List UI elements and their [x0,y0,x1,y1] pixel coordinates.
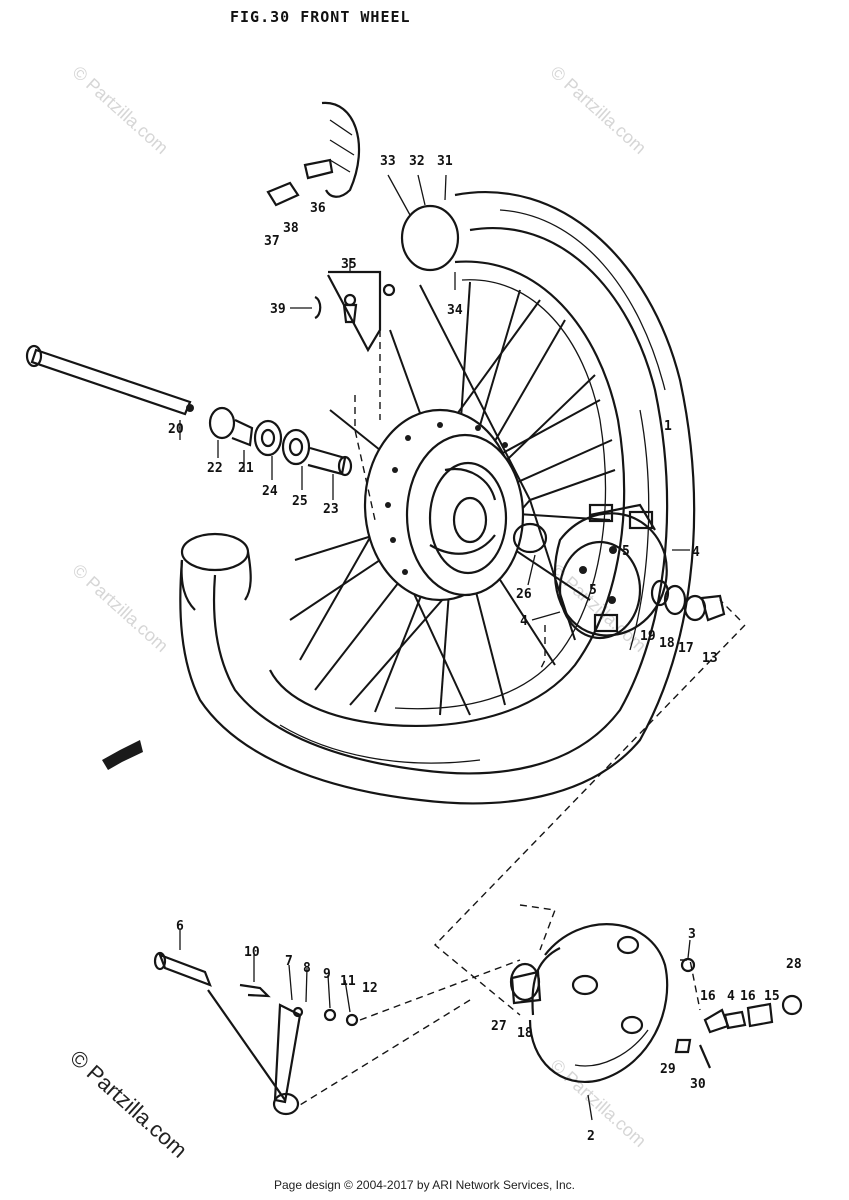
callout-22: 22 [207,461,223,476]
callout-18: 18 [659,636,675,651]
callout-5: 5 [589,583,597,598]
callout-5: 5 [622,544,630,559]
brake-panel-drawing [509,923,803,1083]
callout-2: 2 [587,1129,595,1144]
callout-26: 26 [516,587,532,602]
callout-36: 36 [310,201,326,216]
callout-23: 23 [323,502,339,517]
callout-6: 6 [176,919,184,934]
callout-1: 1 [664,419,672,434]
callout-17: 17 [678,641,694,656]
callout-11: 11 [340,974,356,989]
drive-hub-drawing [553,503,726,640]
callout-10: 10 [244,945,260,960]
callout-35: 35 [341,257,357,272]
callout-15: 15 [764,989,780,1004]
callout-30: 30 [690,1077,706,1092]
callout-18: 18 [517,1026,533,1041]
hub-drawing [363,408,548,602]
callout-16: 16 [740,989,756,1004]
callout-4: 4 [727,989,735,1004]
callout-8: 8 [303,961,311,976]
callout-31: 31 [437,154,453,169]
callout-27: 27 [491,1019,507,1034]
speedo-and-bracket-drawing [266,101,396,420]
callout-9: 9 [323,967,331,982]
callout-16: 16 [700,989,716,1004]
callout-21: 21 [238,461,254,476]
callout-32: 32 [409,154,425,169]
callout-19: 19 [640,629,656,644]
callout-34: 34 [447,303,463,318]
assembly-lines [299,395,746,1106]
callout-12: 12 [362,981,378,996]
callout-labels: 1 2 3 4 4 4 5 5 6 7 8 9 10 11 12 13 15 1… [168,154,802,1144]
callout-4: 4 [692,545,700,560]
figure-title: FIG.30 FRONT WHEEL [230,8,411,26]
callout-4: 4 [520,614,528,629]
callout-28: 28 [786,957,802,972]
callout-20: 20 [168,422,184,437]
axle-drawing [25,344,353,477]
callout-38: 38 [283,221,299,236]
leader-lines [179,174,691,1121]
brake-cam-arm-drawing [153,951,359,1116]
callout-37: 37 [264,234,280,249]
callout-7: 7 [285,954,293,969]
callout-33: 33 [380,154,396,169]
callout-13: 13 [702,651,718,666]
callout-39: 39 [270,302,286,317]
page-footer: Page design © 2004-2017 by ARI Network S… [273,1178,575,1192]
callout-3: 3 [688,927,696,942]
callout-24: 24 [262,484,278,499]
callout-25: 25 [292,494,308,509]
front-arrow-icon [102,740,143,770]
rim-drawing [269,260,626,727]
callout-29: 29 [660,1062,676,1077]
